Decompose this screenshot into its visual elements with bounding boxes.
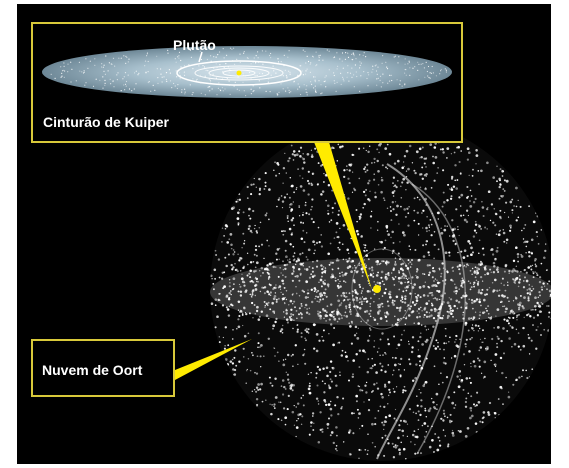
diagram-frame: Plutão Cinturão de Kuiper Nuvem de Oort (17, 4, 551, 464)
kuiper-belt-disk (42, 46, 452, 98)
cutaway-edge-2 (411, 183, 467, 455)
pluto-orbit (176, 60, 302, 86)
kuiper-belt-dots (50, 47, 447, 97)
oort-label-box (31, 339, 175, 397)
oort-label-group: Nuvem de Oort (31, 339, 252, 397)
oort-cloud (210, 117, 551, 461)
pluto-leader-line (198, 51, 203, 63)
planet-orbit-outer (194, 65, 284, 81)
oort-cloud-label: Nuvem de Oort (42, 362, 143, 378)
planet-orbit-inner (222, 69, 256, 77)
cutaway-edge-1 (376, 163, 446, 460)
inset-pointer (314, 142, 372, 290)
inner-sphere (351, 248, 413, 330)
solar-system-diagram: Plutão Cinturão de Kuiper Nuvem de Oort (31, 22, 551, 461)
inset-sun-dot (236, 70, 242, 76)
kuiper-belt-label: Cinturão de Kuiper (43, 114, 170, 130)
sun-dot (373, 285, 381, 293)
planet-orbit-middle (208, 67, 270, 79)
kuiper-inset: Plutão Cinturão de Kuiper (31, 22, 463, 143)
oort-pointer (175, 339, 252, 380)
oort-cloud-dots (210, 118, 551, 460)
ecliptic-band (210, 258, 551, 326)
pluto-label: Plutão (173, 37, 216, 53)
